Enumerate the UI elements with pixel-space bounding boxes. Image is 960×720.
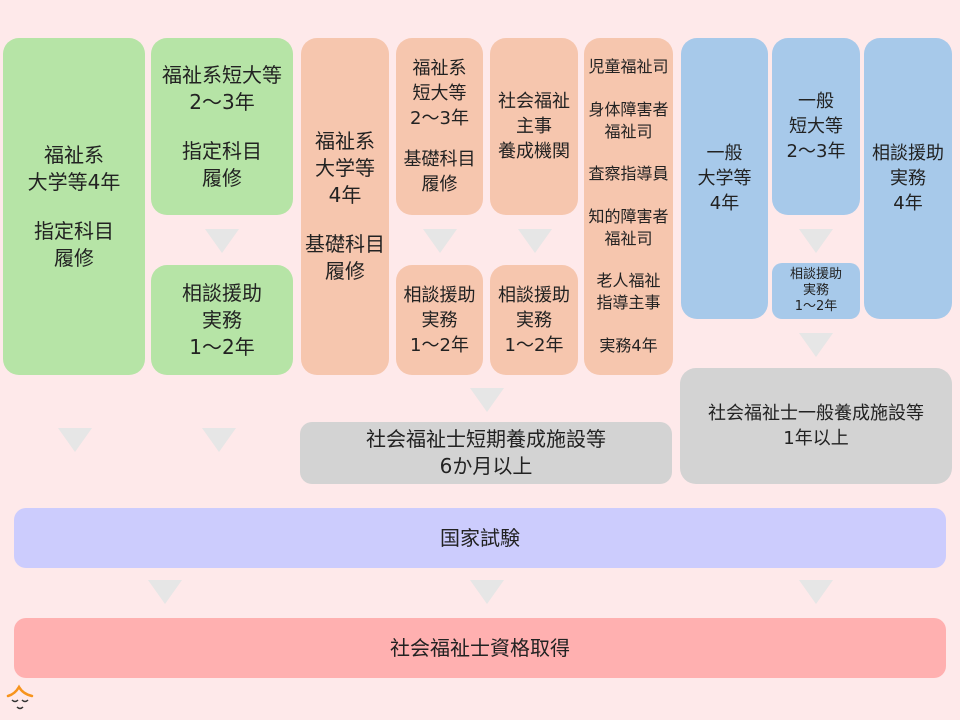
route-label: 相談援助 実務 1〜2年 [182,280,262,359]
route-label: 福祉系 短大等 2〜3年 [410,58,469,129]
route-label: 指定科目 履修 [34,218,114,270]
route-label: 社会福祉 主事 養成機関 [498,91,570,162]
welfare-university-route: 福祉系 大学等4年 指定科目 履修 [3,38,145,375]
official-item: 児童福祉司 [588,57,669,77]
official-item: 実務4年 [599,335,658,355]
arrow-down-icon [799,333,833,357]
national-exam: 国家試験 [14,508,946,568]
general-training-facility: 社会福祉士一般養成施設等 1年以上 [680,368,952,484]
arrow-down-icon [423,229,457,253]
qualification-label: 社会福祉士資格取得 [390,635,570,660]
route-label: 一般 大学等 4年 [697,143,752,214]
exam-label: 国家試験 [440,525,520,550]
route-label: 基礎科目 履修 [403,149,476,195]
sleeping-face-logo-icon [6,684,34,710]
social-welfare-officer-school: 社会福祉 主事 養成機関 [490,38,578,215]
short-training-facility: 社会福祉士短期養成施設等 6か月以上 [300,422,672,484]
arrow-down-icon [518,229,552,253]
facility-label: 社会福祉士短期養成施設等 6か月以上 [366,427,606,478]
general-junior-college: 一般 短大等 2〜3年 [772,38,860,215]
route-label: 相談援助 実務 1〜2年 [498,284,570,356]
route-label: 指定科目 履修 [182,138,262,190]
official-item: 査察指導員 [588,164,669,184]
route-label: 一般 短大等 2〜3年 [786,91,846,162]
route-label: 福祉系 大学等 4年 [315,129,375,207]
official-item: 知的障害者 福祉司 [588,206,669,248]
arrow-down-icon [202,428,236,452]
route-label: 相談援助 実務 4年 [872,143,944,214]
consult-practice-box: 相談援助 実務 1〜2年 [490,265,578,375]
consult-practice-box: 相談援助 実務 1〜2年 [151,265,293,375]
route-label: 基礎科目 履修 [305,232,385,283]
consult-practice-box: 相談援助 実務 1〜2年 [772,263,860,319]
facility-label: 社会福祉士一般養成施設等 1年以上 [708,403,924,449]
welfare-junior-college: 福祉系短大等 2〜3年 指定科目 履修 [151,38,293,215]
arrow-down-icon [205,229,239,253]
consult-practice-box: 相談援助 実務 1〜2年 [396,265,483,375]
welfare-university-basic: 福祉系 大学等 4年 基礎科目 履修 [301,38,389,375]
official-item: 老人福祉 指導主事 [596,271,661,313]
consult-practice-4y: 相談援助 実務 4年 [864,38,952,319]
arrow-down-icon [58,428,92,452]
qualification: 社会福祉士資格取得 [14,618,946,678]
arrow-down-icon [148,580,182,604]
arrow-down-icon [799,580,833,604]
welfare-junior-basic: 福祉系 短大等 2〜3年 基礎科目 履修 [396,38,483,215]
arrow-down-icon [470,388,504,412]
officials-list: 児童福祉司 身体障害者 福祉司 査察指導員 知的障害者 福祉司 老人福祉 指導主… [584,38,673,375]
general-university: 一般 大学等 4年 [681,38,768,319]
arrow-down-icon [799,229,833,253]
route-label: 相談援助 実務 1〜2年 [789,267,842,314]
arrow-down-icon [470,580,504,604]
route-label: 福祉系 大学等4年 [27,142,121,194]
official-item: 身体障害者 福祉司 [588,99,669,141]
route-label: 福祉系短大等 2〜3年 [162,62,282,114]
route-label: 相談援助 実務 1〜2年 [403,284,476,356]
